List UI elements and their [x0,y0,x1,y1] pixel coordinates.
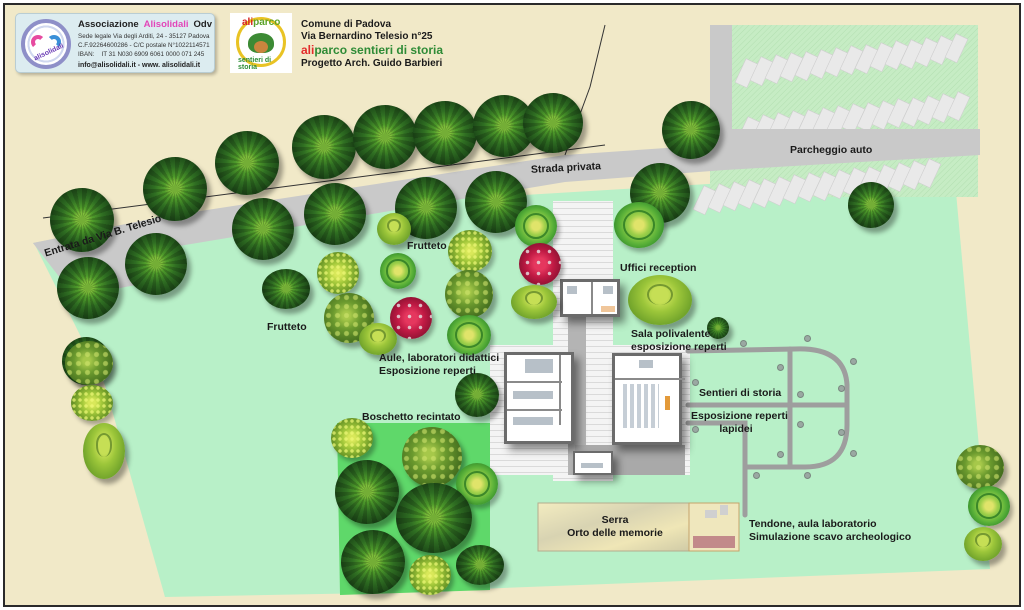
shrub-dot [740,340,747,347]
shrub-dot [838,429,845,436]
tree [83,423,125,479]
shrub-dot [692,426,699,433]
tree [447,315,491,355]
classrooms-building[interactable] [504,352,574,444]
tree [359,323,397,355]
shrub-dot [838,385,845,392]
tree [125,233,187,295]
project-name: aliparco sentieri di storia [301,43,444,57]
tree [448,230,492,272]
history-paths-label: Sentieri di storia [699,387,782,399]
multipurpose-hall-label: Sala polivalente esposizione reperti [631,328,727,353]
designer: Progetto Arch. Guido Barbieri [301,58,443,69]
tree [402,427,462,487]
tree [380,253,416,289]
greenhouse [537,502,692,552]
tree [353,105,417,169]
tree [65,341,113,385]
reception-building[interactable] [560,279,620,317]
tree [377,213,411,245]
shrub-dot [797,391,804,398]
tree [456,545,504,585]
shrub-dot [850,450,857,457]
grove-label: Boschetto recintato [362,411,461,423]
association-name: Associazione Alisolidali Odv [78,19,212,30]
history-paths [685,346,850,518]
project-info: Comune di Padova Via Bernardino Telesio … [301,19,443,70]
tree [445,270,493,318]
tree [455,373,499,417]
tree [292,115,356,179]
tree [57,257,119,319]
shrub-dot [797,421,804,428]
association-tax-info: C.F.92264600286 - C/C postale N°10221145… [78,42,210,49]
tree [71,385,113,421]
tree [262,269,310,309]
tree [662,101,720,159]
association-iban: IBAN: IT 31 N030 6909 6061 0000 071 245 [78,51,205,58]
orchard-left-label: Frutteto [267,321,307,333]
tree [968,486,1010,526]
shrub-dot [804,335,811,342]
tree [515,205,557,247]
tent-lab-label: Tendone, aula laboratorio Simulazione sc… [749,518,912,543]
site-address: Via Bernardino Telesio n°25 [301,31,433,42]
tree [390,297,432,339]
tree [143,157,207,221]
tree [707,317,729,339]
tree [331,418,373,458]
association-contact[interactable]: info@alisolidali.it - www. alisolidali.i… [78,62,201,69]
tree [848,182,894,228]
tree [956,445,1004,489]
tree [519,243,561,285]
tree [341,530,405,594]
tree [614,202,664,248]
aliparco-logo: aliparco sentieri di storia [230,13,292,73]
classrooms-label: Aule, laboratori didattici Esposizione r… [379,352,500,377]
tree [628,275,692,325]
shrub-dot [777,451,784,458]
tree [232,198,294,260]
tree [215,131,279,195]
tree [409,555,451,595]
shrub-dot [850,358,857,365]
stone-exhibit-label: Esposizione reperti lapidei [691,410,788,435]
tree [456,463,498,505]
association-info-card: alisolidali Associazione Alisolidali Odv… [15,13,215,73]
reception-label: Uffici reception [620,262,697,274]
municipality: Comune di Padova [301,19,392,30]
shrub-dot [692,379,699,386]
tree [523,93,583,153]
tree [511,285,557,319]
site-plan-frame: alisolidali Associazione Alisolidali Odv… [3,3,1021,607]
multipurpose-hall-building[interactable] [612,353,685,445]
shrub-dot [804,472,811,479]
tree [317,252,359,294]
tree [964,527,1002,561]
shrub-dot [753,472,760,479]
shrub-dot [777,364,784,371]
tree [304,183,366,245]
tree [50,188,114,252]
service-building[interactable] [573,451,613,475]
parking-label: Parcheggio auto [790,144,873,156]
greenhouse-label: Serra Orto delle memorie [567,514,663,539]
association-logo: alisolidali [21,19,71,69]
association-address: Sede legale Via degli Arditi, 24 - 35127… [78,33,210,40]
tree [335,460,399,524]
tree [396,483,472,553]
orchard-center-label: Frutteto [407,240,447,252]
tree [413,101,477,165]
